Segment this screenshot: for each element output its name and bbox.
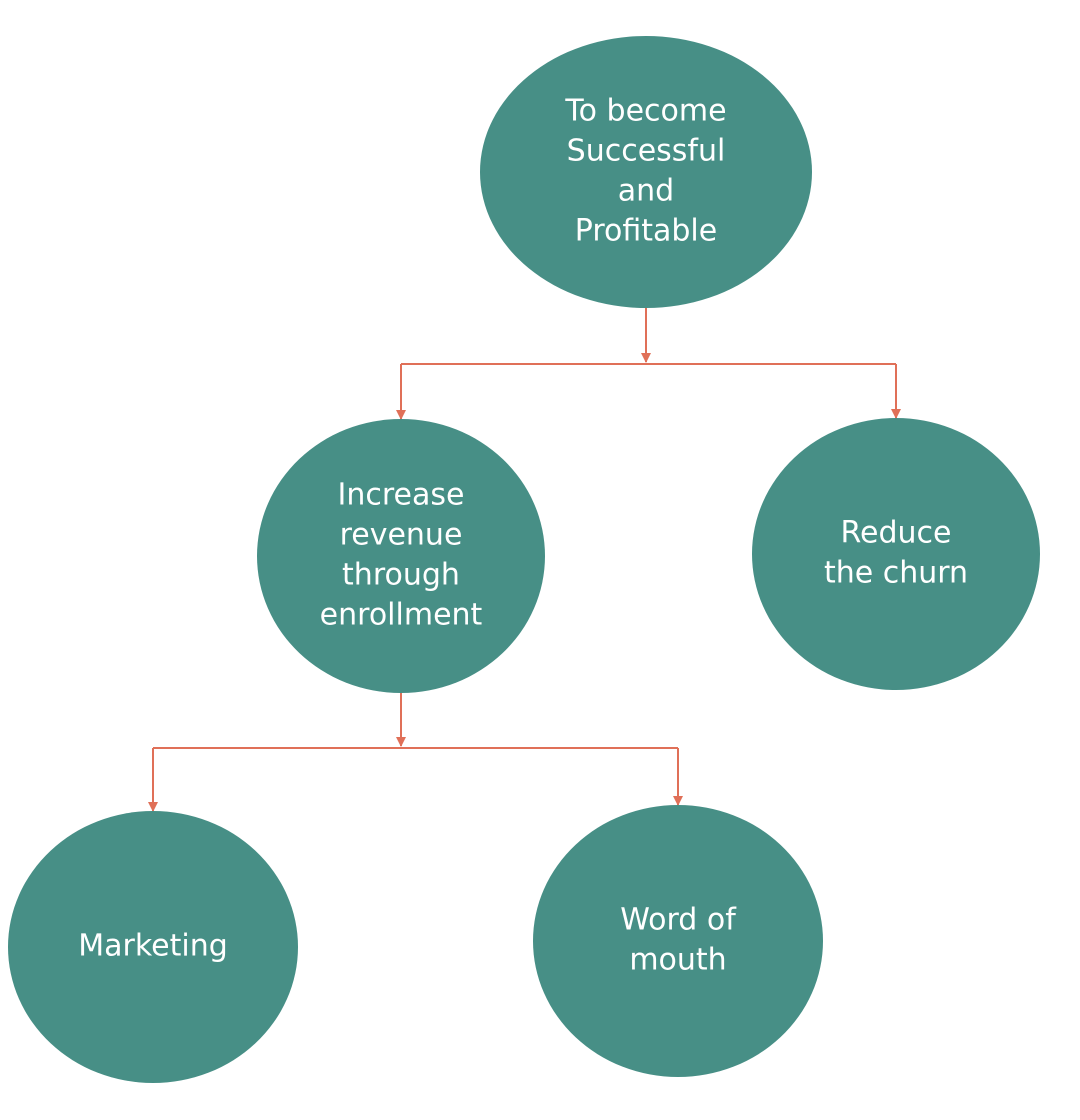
node-churn-label-line: Reduce [841, 516, 952, 551]
node-revenue-label-line: enrollment [320, 598, 483, 633]
node-root-circle [480, 36, 812, 308]
node-revenue-circle [257, 419, 545, 693]
node-root-label-line: Successful [567, 134, 726, 169]
node-revenue: Increase revenue through enrollment [257, 419, 545, 693]
node-marketing-circle [8, 811, 298, 1083]
node-revenue-label-line: Increase [338, 478, 465, 513]
node-word-of-mouth-label-line: mouth [629, 943, 726, 978]
node-churn-circle [752, 418, 1040, 690]
connectors [148, 308, 901, 812]
node-root-label-line: and [618, 174, 674, 209]
node-revenue-label-line: revenue [340, 518, 463, 553]
node-word-of-mouth: Word of mouth [533, 805, 823, 1077]
node-revenue-label-line: through [342, 558, 460, 593]
node-marketing: Marketing [8, 811, 298, 1083]
node-churn: Reduce the churn [752, 418, 1040, 690]
node-root-label-line: To become [564, 94, 726, 129]
node-root-label-line: Profitable [575, 214, 717, 249]
node-marketing-label-line: Marketing [78, 929, 228, 964]
node-churn-label-line: the churn [824, 556, 968, 591]
node-word-of-mouth-label-line: Word of [620, 903, 737, 938]
node-word-of-mouth-circle [533, 805, 823, 1077]
